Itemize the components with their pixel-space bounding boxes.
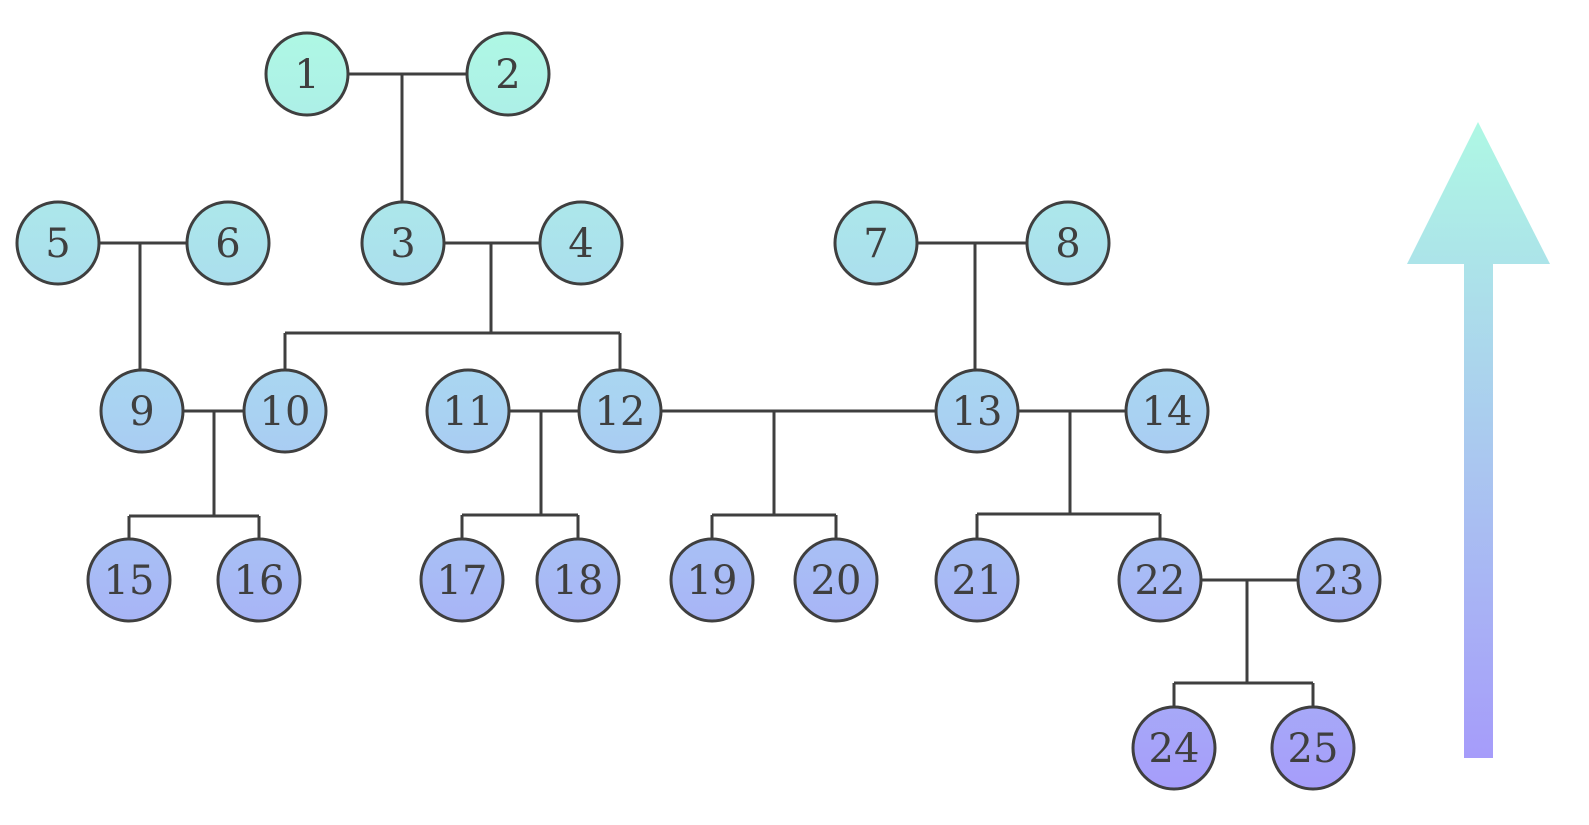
node-circle	[1296, 537, 1382, 623]
person-node-3: 3	[360, 200, 446, 286]
node-circle	[535, 537, 621, 623]
node-label: 25	[1288, 726, 1339, 772]
person-node-21: 21	[934, 537, 1020, 623]
node-circle	[15, 200, 101, 286]
node-label: 6	[215, 221, 240, 267]
person-node-5: 5	[15, 200, 101, 286]
node-circle	[419, 537, 505, 623]
node-label: 5	[45, 221, 70, 267]
person-node-20: 20	[793, 537, 879, 623]
node-circle	[264, 31, 350, 117]
node-label: 15	[104, 558, 155, 604]
person-node-13: 13	[934, 368, 1020, 454]
node-label: 24	[1149, 726, 1200, 772]
node-circle	[1124, 368, 1210, 454]
node-label: 16	[234, 558, 285, 604]
person-node-8: 8	[1025, 200, 1111, 286]
node-circle	[99, 368, 185, 454]
person-node-23: 23	[1296, 537, 1382, 623]
person-node-17: 17	[419, 537, 505, 623]
node-circle	[465, 31, 551, 117]
node-label: 20	[811, 558, 862, 604]
node-label: 9	[129, 389, 154, 435]
person-node-25: 25	[1270, 705, 1356, 791]
node-circle	[216, 537, 302, 623]
node-circle	[793, 537, 879, 623]
node-label: 19	[687, 558, 738, 604]
person-node-24: 24	[1131, 705, 1217, 791]
person-node-6: 6	[185, 200, 271, 286]
person-node-9: 9	[99, 368, 185, 454]
node-circle	[242, 368, 328, 454]
node-circle	[1117, 537, 1203, 623]
node-circle	[360, 200, 446, 286]
person-node-2: 2	[465, 31, 551, 117]
node-circle	[86, 537, 172, 623]
node-label: 2	[495, 52, 520, 98]
node-label: 8	[1055, 221, 1080, 267]
person-node-10: 10	[242, 368, 328, 454]
node-label: 3	[390, 221, 415, 267]
node-circle	[1270, 705, 1356, 791]
person-node-18: 18	[535, 537, 621, 623]
person-node-15: 15	[86, 537, 172, 623]
node-circle	[577, 368, 663, 454]
node-label: 11	[443, 389, 494, 435]
node-label: 22	[1135, 558, 1186, 604]
person-node-4: 4	[538, 200, 624, 286]
node-circle	[538, 200, 624, 286]
node-label: 7	[863, 221, 888, 267]
node-circle	[833, 200, 919, 286]
node-label: 1	[294, 52, 319, 98]
node-label: 17	[437, 558, 488, 604]
node-circle	[185, 200, 271, 286]
person-node-22: 22	[1117, 537, 1203, 623]
arrow-shaft	[1464, 262, 1493, 758]
generation-arrow	[1407, 122, 1550, 758]
node-label: 12	[595, 389, 646, 435]
node-circle	[669, 537, 755, 623]
node-circle	[1131, 705, 1217, 791]
person-node-12: 12	[577, 368, 663, 454]
node-label: 4	[568, 221, 593, 267]
node-label: 18	[553, 558, 604, 604]
arrow-head-icon	[1407, 122, 1550, 264]
person-node-19: 19	[669, 537, 755, 623]
node-circle	[1025, 200, 1111, 286]
node-label: 21	[952, 558, 1003, 604]
node-label: 13	[952, 389, 1003, 435]
node-label: 23	[1314, 558, 1365, 604]
person-node-16: 16	[216, 537, 302, 623]
node-circle	[934, 537, 1020, 623]
node-label: 14	[1142, 389, 1193, 435]
person-node-1: 1	[264, 31, 350, 117]
edges-layer	[99, 72, 1315, 707]
node-label: 10	[260, 389, 311, 435]
node-circle	[934, 368, 1020, 454]
node-circle	[425, 368, 511, 454]
person-node-14: 14	[1124, 368, 1210, 454]
person-node-7: 7	[833, 200, 919, 286]
person-node-11: 11	[425, 368, 511, 454]
